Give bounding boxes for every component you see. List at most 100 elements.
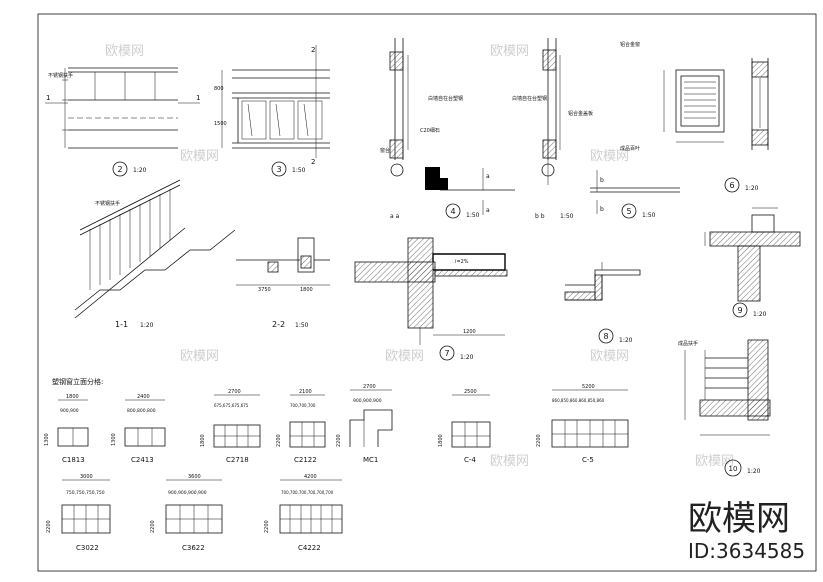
detail-7-marker [439,345,455,361]
svg-text:4: 4 [450,207,455,216]
svg-text:1-1: 1-1 [115,320,128,329]
svg-text:白墙自在台塑钢: 白墙自在台塑钢 [512,95,547,102]
svg-text:675,675,675,675: 675,675,675,675 [214,403,249,408]
svg-text:3600: 3600 [188,474,201,480]
svg-text:700,700,700: 700,700,700 [290,403,316,408]
svg-text:1:20: 1:20 [619,337,633,344]
svg-text:a a: a a [390,213,400,220]
svg-text:白墙自在台塑钢: 白墙自在台塑钢 [428,95,463,102]
svg-text:1:20: 1:20 [753,311,767,318]
svg-text:a: a [486,207,490,214]
svg-text:6: 6 [729,181,734,190]
svg-text:1:20: 1:20 [133,167,147,174]
svg-text:900,900,900: 900,900,900 [353,398,382,404]
svg-text:2400: 2400 [137,394,150,400]
svg-text:铝合金窗: 铝合金窗 [620,41,640,48]
window-c3022: 3000 750,750,750,750 2200 C3022 [46,474,111,552]
schedule-title: 塑钢窗立面分格: [52,377,103,386]
window-c2413: 2400 800,800,800 1300 C2413 [111,394,166,464]
sheet-border [37,13,817,572]
svg-text:2: 2 [117,165,122,174]
svg-text:3: 3 [276,165,281,174]
svg-text:i=2%: i=2% [455,259,469,265]
window-c3622: 3600 900,900,900,900 2200 C3622 [150,474,223,552]
detail-2-marker [112,161,128,177]
svg-text:9: 9 [737,306,742,315]
section-2-2: 3750 1800 2-2 1:50 [236,237,330,329]
window-c1813: 1800 900,900 1300 C1813 [44,394,89,464]
svg-text:4200: 4200 [304,474,317,480]
svg-text:不锈钢扶手: 不锈钢扶手 [48,72,73,79]
svg-text:1:20: 1:20 [140,322,154,329]
svg-text:成品百叶: 成品百叶 [620,145,640,152]
svg-text:欧模网: 欧模网 [180,349,219,364]
svg-text:2200: 2200 [264,520,270,533]
svg-text:2100: 2100 [299,389,312,395]
svg-text:C-4: C-4 [464,456,476,464]
svg-text:1800: 1800 [300,287,313,293]
brand-id: ID:3634585 [688,539,805,563]
svg-text:10: 10 [729,465,738,473]
svg-text:1:20: 1:20 [460,354,474,361]
brand-logo: 欧模网 [688,499,790,539]
detail-8-marker [598,328,614,344]
svg-text:7: 7 [444,349,449,358]
svg-text:1300: 1300 [44,433,50,446]
svg-text:欧模网: 欧模网 [590,349,629,364]
detail-10: 成品扶手 10 1:20 [678,339,771,477]
svg-text:800,800,800: 800,800,800 [127,408,156,414]
svg-text:1800: 1800 [66,394,79,400]
svg-text:900,900,900,900: 900,900,900,900 [168,490,207,496]
svg-text:欧模网: 欧模网 [490,454,529,469]
svg-text:2700: 2700 [363,384,376,390]
svg-text:窗台: 窗台 [380,147,390,154]
detail-bb: 白墙自在台塑钢 铝合金盖板 b b 1:50 [512,38,593,220]
svg-text:1:50: 1:50 [642,212,656,219]
svg-text:C20细石: C20细石 [420,127,440,134]
svg-text:C3622: C3622 [182,544,205,552]
svg-text:C2122: C2122 [294,456,317,464]
detail-9-marker [732,302,748,318]
svg-text:2200: 2200 [536,434,542,447]
detail-7: 1200 i=2% 7 1:20 [354,237,508,361]
svg-text:C2718: C2718 [226,456,249,464]
svg-text:2200: 2200 [276,434,282,447]
svg-text:1:50: 1:50 [560,213,574,220]
svg-text:2200: 2200 [336,434,342,447]
svg-text:5: 5 [626,207,631,216]
svg-text:900,900: 900,900 [60,408,79,414]
window-c5: 5200 860,850,860,860,850,860 2200 C-5 [536,384,629,464]
svg-text:C-5: C-5 [582,456,594,464]
detail-10-marker [724,459,742,477]
svg-text:欧模网: 欧模网 [385,349,424,364]
window-schedule: 1800 900,900 1300 C1813 2400 800,800,800… [44,384,629,552]
svg-text:1800: 1800 [438,434,444,447]
svg-text:2: 2 [311,46,315,54]
svg-text:2700: 2700 [228,389,241,395]
svg-text:欧模网: 欧模网 [105,44,144,59]
detail-9: 9 1:20 [704,207,801,318]
svg-text:1:50: 1:50 [292,167,306,174]
svg-text:1:20: 1:20 [745,185,759,192]
svg-text:C3022: C3022 [76,544,99,552]
detail-2: 1 1 不锈钢扶手 2 1:20 [45,67,200,177]
svg-text:不锈钢扶手: 不锈钢扶手 [95,200,120,207]
detail-3-marker [271,161,287,177]
detail-3: 800 1500 2 2 3 1:50 [214,45,330,177]
svg-text:C2413: C2413 [131,456,154,464]
svg-text:MC1: MC1 [363,456,378,464]
svg-text:1:50: 1:50 [466,212,480,219]
detail-5: b b 5 1:50 [590,170,680,219]
svg-text:b: b [600,206,604,213]
svg-text:2: 2 [311,158,315,166]
svg-text:1300: 1300 [111,433,117,446]
svg-text:1500: 1500 [214,121,227,127]
svg-text:5200: 5200 [582,384,595,390]
detail-8: 8 1:20 [564,262,641,344]
svg-text:2200: 2200 [46,520,52,533]
detail-5-marker [621,203,637,219]
svg-text:2-2: 2-2 [272,320,285,329]
svg-text:a: a [486,173,490,180]
detail-6: 铝合金窗 成品百叶 6 1:20 [620,41,769,193]
